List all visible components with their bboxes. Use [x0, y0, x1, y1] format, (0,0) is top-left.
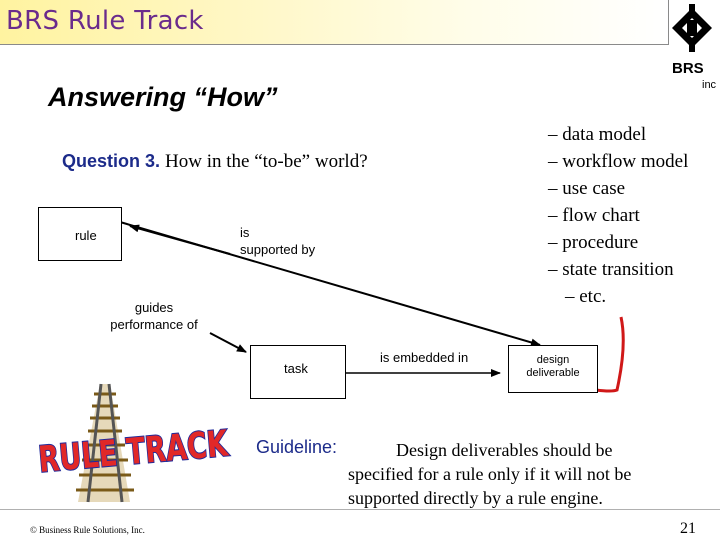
- node-rule: rule: [38, 207, 122, 261]
- node-rule-label: rule: [75, 228, 97, 243]
- edge-label-embedded: is embedded in: [380, 350, 469, 365]
- logo-inc-text: inc: [702, 79, 717, 91]
- rule-track-word: RULE TRACK: [37, 423, 231, 480]
- list-item: – etc.: [565, 286, 607, 307]
- deliverable-label-line1: design: [536, 354, 570, 366]
- header-divider-vertical: [668, 0, 669, 44]
- guideline-line3: supported directly by a rule engine.: [348, 488, 603, 508]
- list-item: – data model: [548, 124, 647, 145]
- edge-supported-by: [119, 221, 541, 347]
- edge-label-supported-by: is supported by: [240, 224, 315, 258]
- list-item: – use case: [548, 178, 626, 199]
- rule-track-logo: RULE TRACK: [36, 383, 231, 503]
- logo-brs-text: BRS: [672, 60, 704, 77]
- node-task-label: task: [284, 361, 308, 376]
- edge-guides: [209, 332, 247, 353]
- brs-logo-icon: [672, 4, 712, 52]
- list-item: – workflow model: [548, 151, 689, 172]
- node-deliverable-label: design deliverable: [509, 354, 597, 380]
- guides-line2: performance of: [110, 317, 198, 332]
- edge-label-guides: guides performance of: [106, 299, 202, 333]
- supported-by-line2: supported by: [240, 242, 316, 257]
- deliverable-label-line2: deliverable: [526, 367, 580, 379]
- page-number: 21: [680, 520, 696, 537]
- question-line: Question 3. How in the “to-be” world?: [62, 151, 368, 173]
- guideline-label: Guideline:: [256, 437, 338, 457]
- list-item: – state transition: [548, 259, 674, 280]
- header-band: [0, 0, 668, 44]
- guides-line1: guides: [134, 300, 174, 315]
- question-text: How in the “to-be” world?: [165, 151, 368, 172]
- railroad-track-icon: [76, 383, 134, 503]
- guideline-text: Design deliverables should be specified …: [348, 438, 683, 510]
- deliverable-types-list: – data model – workflow model – use case…: [548, 121, 688, 310]
- node-deliverable: design deliverable: [508, 345, 598, 393]
- deliverable-list-bracket: [595, 316, 625, 393]
- question-number: Question 3.: [62, 151, 161, 171]
- footer-divider: [0, 509, 720, 510]
- slide-subtitle: Answering “How”: [48, 82, 278, 112]
- copyright-notice: © Business Rule Solutions, Inc.: [30, 525, 145, 535]
- guideline-line1: Design deliverables should be: [396, 440, 613, 460]
- supported-by-line1: is: [240, 225, 250, 240]
- header-divider-horizontal: [0, 44, 669, 45]
- list-item: – procedure: [548, 232, 639, 253]
- node-task: task: [250, 345, 346, 399]
- edge-embedded: [344, 367, 501, 379]
- header-title: BRS Rule Track: [6, 6, 204, 36]
- list-item: – flow chart: [548, 205, 640, 226]
- guideline-line2: specified for a rule only if it will not…: [348, 464, 632, 484]
